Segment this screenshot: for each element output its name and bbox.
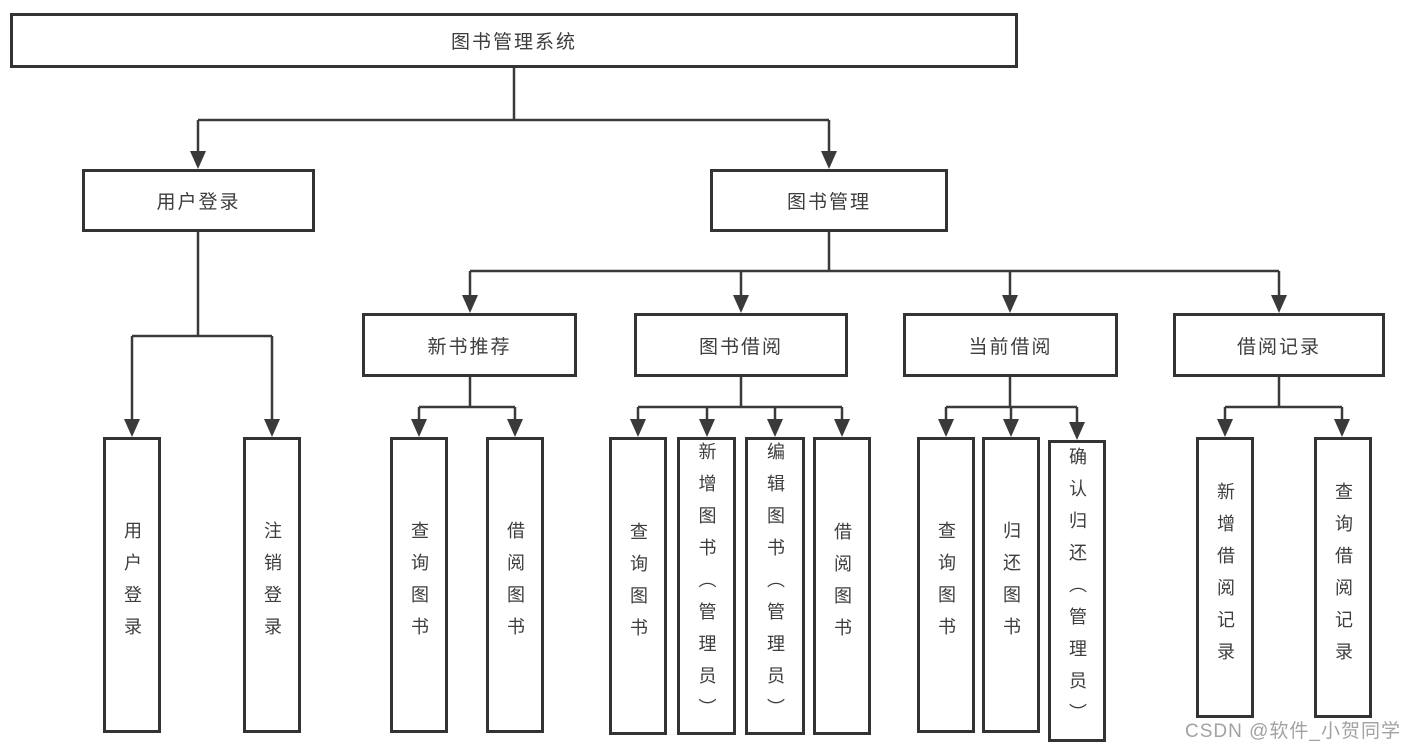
node-current-borrow: 当前借阅: [903, 313, 1118, 377]
connector-root-to-level2: [196, 68, 831, 155]
leaf-borrow-book-2: 借阅图书: [813, 437, 871, 735]
connector-user-login-to-leaves: [130, 232, 274, 423]
leaf-query-book-2: 查询图书: [609, 437, 667, 735]
leaf-logout: 注销登录: [243, 437, 301, 733]
node-user-login-label: 用户登录: [156, 192, 241, 213]
node-book-management: 图书管理: [710, 169, 948, 232]
leaf-return-book-label: 归还图书: [1001, 521, 1021, 649]
leaf-return-book: 归还图书: [982, 437, 1040, 733]
leaf-add-borrow-record-label: 新增借阅记录: [1215, 481, 1235, 674]
leaf-confirm-return-admin-label: 确认归还（管理员）: [1067, 447, 1087, 735]
connector-book-management-to-level3: [468, 232, 1281, 299]
node-new-book-recommend-label: 新书推荐: [427, 336, 512, 358]
node-book-borrow: 图书借阅: [634, 313, 848, 377]
leaf-query-book-2-label: 查询图书: [628, 522, 648, 650]
leaf-borrow-book-2-label: 借阅图书: [832, 522, 852, 650]
node-library-system: 图书管理系统: [10, 13, 1018, 68]
node-book-borrow-label: 图书借阅: [698, 336, 783, 358]
connector-borrow-records-to-leaves: [1223, 377, 1344, 423]
connector-new-book-recommend-to-leaves: [417, 377, 517, 423]
leaf-query-book-3-label: 查询图书: [936, 521, 956, 649]
leaf-user-login-label: 用户登录: [122, 521, 142, 649]
node-current-borrow-label: 当前借阅: [968, 336, 1053, 358]
leaf-add-book-admin: 新增图书（管理员）: [677, 437, 736, 735]
leaf-query-book-1-label: 查询图书: [409, 521, 429, 649]
node-borrow-records: 借阅记录: [1173, 313, 1385, 377]
leaf-borrow-book-1-label: 借阅图书: [505, 521, 525, 649]
node-new-book-recommend: 新书推荐: [362, 313, 577, 377]
leaf-edit-book-admin: 编辑图书（管理员）: [745, 437, 805, 735]
leaf-query-book-1: 查询图书: [390, 437, 448, 733]
leaf-query-book-3: 查询图书: [917, 437, 975, 733]
node-user-login: 用户登录: [82, 169, 315, 232]
arrowheads: [124, 151, 1350, 440]
leaf-add-borrow-record: 新增借阅记录: [1196, 437, 1254, 718]
node-borrow-records-label: 借阅记录: [1236, 336, 1321, 358]
connector-book-borrow-to-leaves: [636, 377, 844, 423]
leaf-user-login: 用户登录: [103, 437, 161, 733]
leaf-query-borrow-record-label: 查询借阅记录: [1333, 481, 1353, 674]
node-library-system-label: 图书管理系统: [450, 32, 577, 53]
leaf-confirm-return-admin: 确认归还（管理员）: [1048, 440, 1106, 742]
leaf-add-book-admin-label: 新增图书（管理员）: [696, 442, 717, 730]
leaf-query-borrow-record: 查询借阅记录: [1314, 437, 1372, 718]
leaf-edit-book-admin-label: 编辑图书（管理员）: [765, 442, 785, 730]
leaf-logout-label: 注销登录: [262, 521, 282, 649]
csdn-watermark: CSDN @软件_小贺同学: [1185, 721, 1401, 742]
node-book-management-label: 图书管理: [786, 192, 871, 213]
connector-current-borrow-to-leaves: [944, 377, 1079, 426]
leaf-borrow-book-1: 借阅图书: [486, 437, 544, 733]
